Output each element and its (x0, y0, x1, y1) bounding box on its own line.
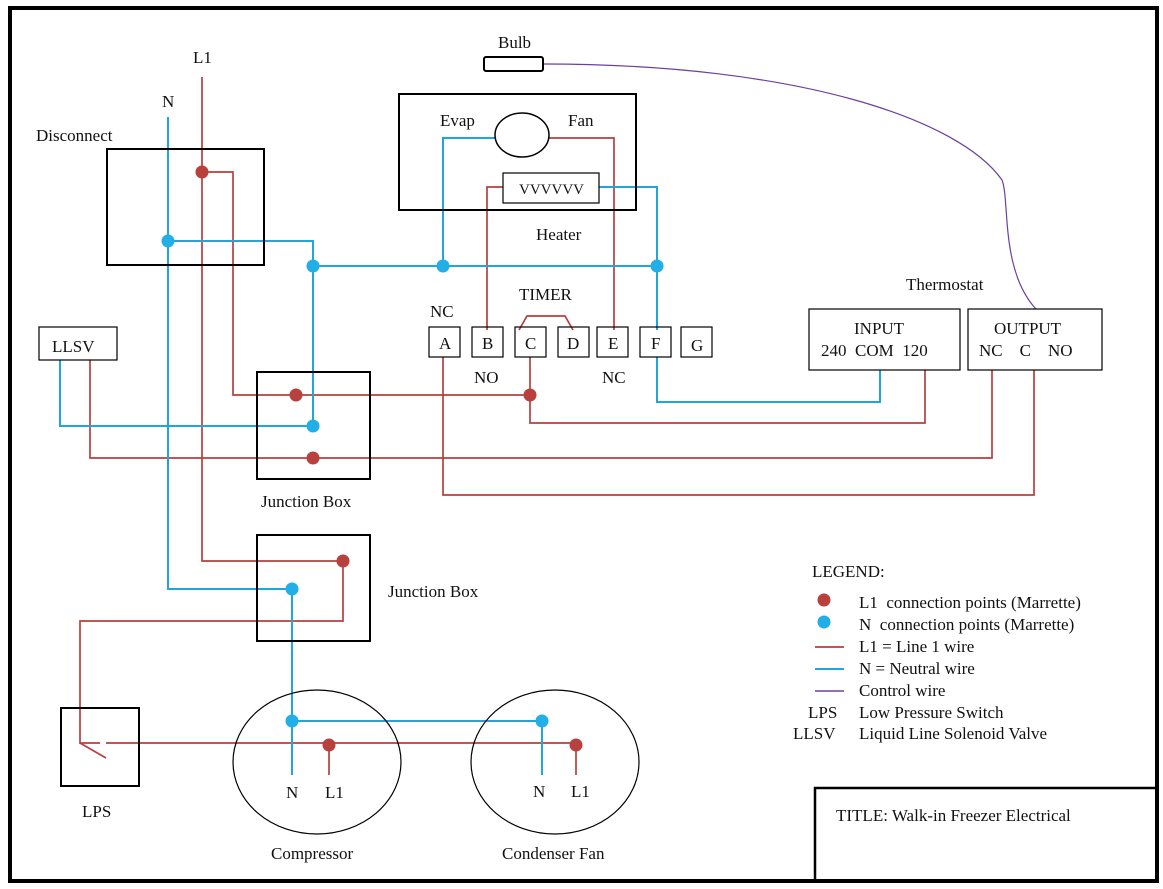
compressor-l1-label: L1 (325, 783, 344, 802)
legend-n-dot-key (817, 615, 831, 629)
thermostat-input-heading: INPUT (854, 319, 905, 338)
heater-label: Heater (536, 225, 582, 244)
legend-item-l1-points: L1 connection points (Marrette) (859, 593, 1081, 612)
n-dot (306, 259, 320, 273)
legend: LEGEND: L1 connection points (Marrette) … (793, 562, 1081, 743)
l1-dot (306, 451, 320, 465)
condenser-fan-circle (470, 689, 640, 835)
timer-terminal-e-label: E (608, 334, 618, 353)
timer-terminal-d: D (557, 326, 590, 358)
n-dot (436, 259, 450, 273)
timer-terminal-a-label: A (439, 334, 452, 353)
legend-lps-key: LPS (808, 703, 837, 722)
timer-terminal-g: G (680, 326, 713, 358)
l1-dot (195, 165, 209, 179)
l1-dot (523, 388, 537, 402)
timer-terminal-b-label: B (482, 334, 493, 353)
thermostat-input-terminals: 240 COM 120 (821, 341, 928, 360)
timer-terminal-d-label: D (567, 334, 579, 353)
legend-item-llsv: Liquid Line Solenoid Valve (859, 724, 1047, 743)
timer-terminal-c-label: C (525, 334, 536, 353)
compressor-n-label: N (286, 783, 298, 802)
control-wire (542, 63, 1037, 310)
n-dot (306, 419, 320, 433)
timer-terminal-f-label: F (651, 334, 660, 353)
junction-box-2-label: Junction Box (388, 582, 479, 601)
timer-no-label: NO (474, 368, 499, 387)
legend-item-lps: Low Pressure Switch (859, 703, 1004, 722)
legend-llsv-key: LLSV (793, 724, 836, 743)
legend-item-n-points: N connection points (Marrette) (859, 615, 1074, 634)
lps-box (60, 707, 140, 787)
thermostat-bulb (483, 56, 544, 72)
timer-nc-bottom-label: NC (602, 368, 626, 387)
legend-item-control-wire: Control wire (859, 681, 945, 700)
timer-terminal-c: C (514, 326, 547, 358)
fan-label: Fan (568, 111, 594, 130)
timer-terminal-f: F (639, 326, 672, 358)
timer-terminal-b: B (471, 326, 504, 358)
junction-box-1 (256, 371, 371, 480)
l1-dot (322, 738, 336, 752)
timer-terminal-g-label: G (691, 336, 703, 355)
l1-source-label: L1 (193, 48, 212, 67)
compressor-label: Compressor (271, 844, 354, 863)
lps-label: LPS (82, 802, 111, 821)
compressor-circle (232, 689, 402, 835)
condenser-fan-l1-label: L1 (571, 782, 590, 801)
diagram-frame (8, 6, 1159, 883)
condenser-fan-label: Condenser Fan (502, 844, 605, 863)
n-dot (650, 259, 664, 273)
l1-dot (569, 738, 583, 752)
l1-dot (336, 554, 350, 568)
evap-fan-motor (494, 112, 550, 158)
junction-box-1-label: Junction Box (261, 492, 352, 511)
timer-label: TIMER (519, 285, 573, 304)
timer-terminals: A B C D E F G (428, 326, 713, 358)
disconnect-box (106, 148, 265, 266)
timer-terminal-e: E (596, 326, 629, 358)
llsv-box (38, 326, 118, 361)
n-dot (535, 714, 549, 728)
evaporator-box (398, 93, 637, 211)
thermostat-output-heading: OUTPUT (994, 319, 1062, 338)
condenser-fan-n-label: N (533, 782, 545, 801)
title-block (813, 786, 1159, 883)
neutral-wires (59, 117, 881, 775)
l1-dot (289, 388, 303, 402)
heater-element (502, 172, 600, 204)
timer-nc-top-label: NC (430, 302, 454, 321)
thermostat-label: Thermostat (906, 275, 984, 294)
llsv-label: LLSV (52, 337, 95, 356)
n-source-label: N (162, 92, 174, 111)
legend-item-n-wire: N = Neutral wire (859, 659, 975, 678)
disconnect-label: Disconnect (36, 126, 113, 145)
thermostat-input-box (808, 308, 961, 371)
diagram-title: TITLE: Walk-in Freezer Electrical (836, 806, 1071, 825)
legend-l1-dot-key (817, 593, 831, 607)
n-connection-points (161, 234, 664, 728)
n-dot (285, 714, 299, 728)
n-dot (285, 582, 299, 596)
thermostat-output-box (967, 308, 1103, 371)
n-dot (161, 234, 175, 248)
timer-terminal-a: A (428, 326, 461, 358)
thermostat-output-terminals: NC C NO (979, 341, 1073, 360)
legend-heading: LEGEND: (812, 562, 885, 581)
junction-box-2 (256, 534, 371, 642)
l1-connection-points (195, 165, 583, 752)
heater-symbol: VVVVVV (519, 182, 584, 198)
legend-item-l1-wire: L1 = Line 1 wire (859, 637, 974, 656)
bulb-label: Bulb (498, 33, 531, 52)
evap-label: Evap (440, 111, 475, 130)
